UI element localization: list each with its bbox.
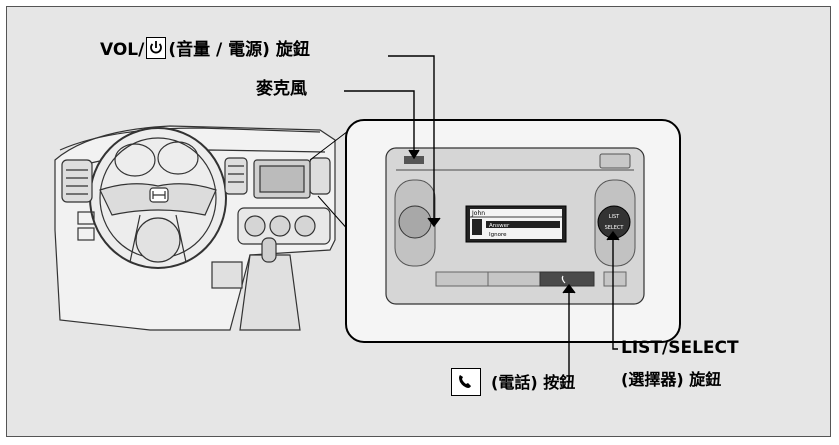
knob-text-1: LIST bbox=[609, 214, 620, 220]
vol-power-knob[interactable] bbox=[398, 205, 432, 239]
callout-lines bbox=[344, 55, 620, 380]
vol-power-label: VOL/ (音量 / 電源) 旋鈕 bbox=[100, 37, 310, 59]
answer-highlight bbox=[486, 221, 560, 228]
knob-text-2: SELECT bbox=[605, 225, 625, 231]
microphone bbox=[404, 156, 424, 164]
power-icon bbox=[146, 37, 167, 59]
dashboard-illustration bbox=[54, 125, 353, 331]
selector-knob-label: (選擇器) 旋鈕 bbox=[621, 370, 722, 389]
audio-panel-zoom: LIST SELECT John Answer Ignore bbox=[345, 119, 681, 343]
phone-icon bbox=[451, 368, 481, 396]
list-select-label: LIST/SELECT bbox=[621, 338, 739, 358]
phone-button-label: (電話) 按鈕 bbox=[491, 373, 576, 392]
vol-suffix: (音量 / 電源) 旋鈕 bbox=[168, 40, 310, 60]
display-ignore: Ignore bbox=[489, 232, 507, 238]
microphone-label: 麥克風 bbox=[256, 79, 307, 99]
vol-prefix: VOL/ bbox=[100, 40, 145, 60]
display-caller: John bbox=[471, 210, 485, 217]
phone-button[interactable] bbox=[539, 271, 595, 287]
display-answer: Answer bbox=[489, 223, 510, 229]
